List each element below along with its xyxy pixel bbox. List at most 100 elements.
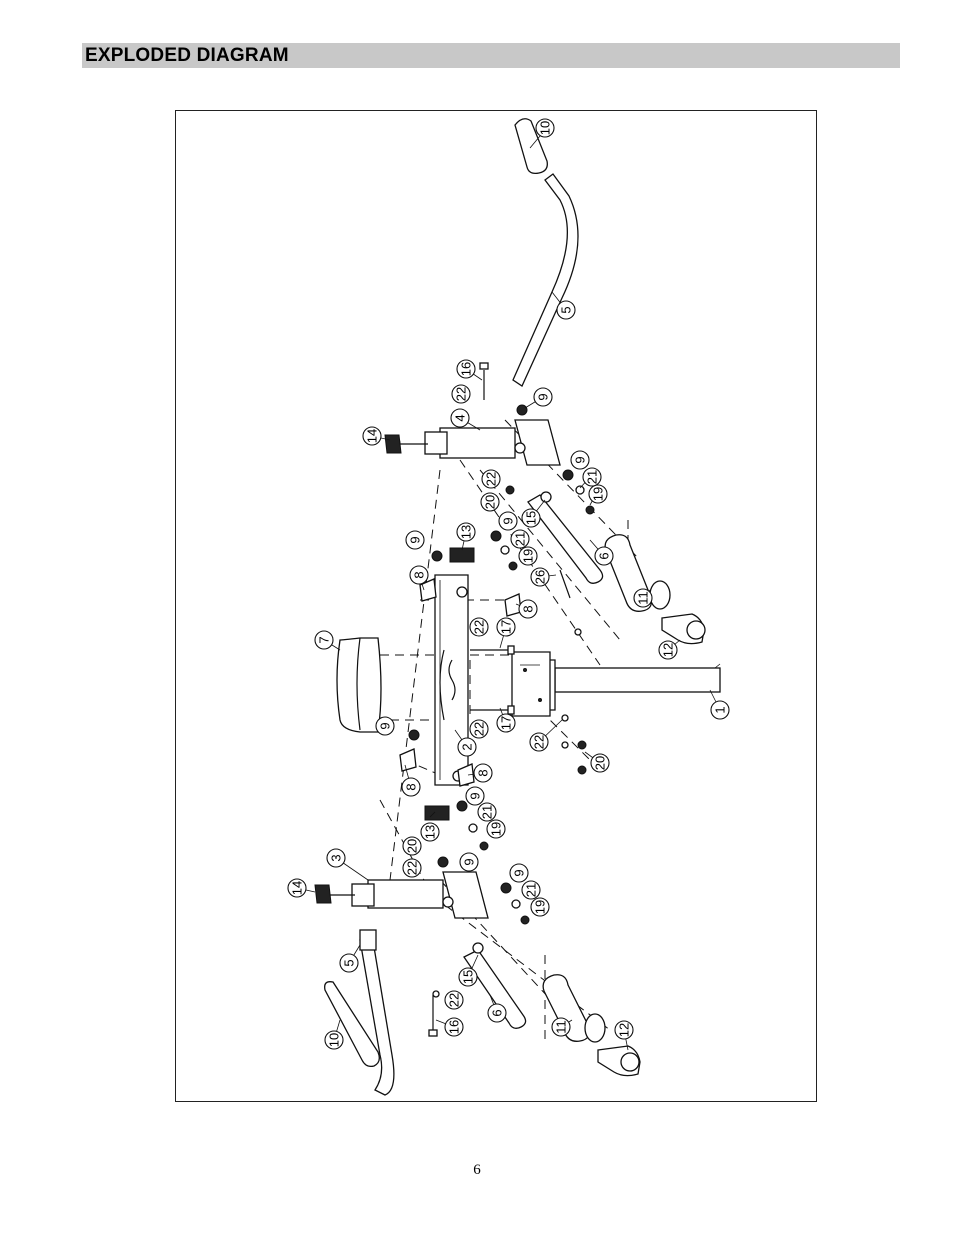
svg-text:22: 22 — [472, 620, 487, 634]
callout-9-d: 9 — [498, 511, 518, 531]
svg-text:5: 5 — [559, 306, 574, 313]
callout-19-c: 19 — [486, 819, 506, 839]
callout-19-a: 19 — [588, 484, 608, 504]
callout-20-b: 20 — [590, 753, 610, 773]
callout-8-d: 8 — [473, 763, 493, 783]
callout-14-lower: 14 — [287, 878, 307, 898]
callout-22-a: 22 — [451, 384, 471, 404]
page-number: 6 — [473, 1162, 481, 1178]
callout-20-c: 20 — [402, 836, 422, 856]
svg-text:19: 19 — [533, 900, 548, 914]
section-header: EXPLODED DIAGRAM — [82, 43, 900, 68]
callout-6-lower: 6 — [487, 1003, 507, 1023]
svg-text:6: 6 — [597, 552, 612, 559]
svg-text:16: 16 — [459, 362, 474, 376]
svg-text:10: 10 — [327, 1033, 342, 1047]
callout-9-e: 9 — [375, 716, 395, 736]
callout-21-b: 21 — [510, 529, 530, 549]
part-7-seat-pad — [336, 637, 382, 733]
svg-text:20: 20 — [593, 756, 608, 770]
callout-21-c: 21 — [477, 802, 497, 822]
svg-text:8: 8 — [521, 605, 536, 612]
svg-text:12: 12 — [661, 643, 676, 657]
callout-13-upper: 13 — [456, 522, 476, 542]
callout-26: 26 — [530, 567, 550, 587]
callout-9-g: 9 — [459, 852, 479, 872]
svg-text:22: 22 — [532, 735, 547, 749]
callout-16-upper: 16 — [456, 359, 476, 379]
svg-text:17: 17 — [499, 620, 514, 634]
part-13-pad-lower — [424, 805, 450, 821]
callout-5-upper: 5 — [556, 300, 576, 320]
callout-4: 4 — [450, 408, 470, 428]
callout-8-b: 8 — [518, 599, 538, 619]
svg-text:19: 19 — [489, 822, 504, 836]
svg-text:8: 8 — [404, 783, 419, 790]
part-8-caps — [399, 578, 522, 787]
svg-text:21: 21 — [524, 883, 539, 897]
part-3-bracket-lower — [316, 871, 489, 919]
part-5-handle-lower — [359, 929, 395, 1096]
part-14-knob-lower — [314, 884, 332, 904]
part-10-grip-lower — [324, 981, 380, 1068]
callout-22-b: 22 — [481, 469, 501, 489]
callout-21-d: 21 — [521, 880, 541, 900]
svg-text:14: 14 — [290, 881, 305, 895]
svg-text:22: 22 — [405, 861, 420, 875]
callout-6-upper: 6 — [594, 546, 614, 566]
svg-text:20: 20 — [483, 495, 498, 509]
callout-9-a: 9 — [533, 387, 553, 407]
part-5-handle-upper — [512, 173, 579, 387]
bolts — [428, 362, 571, 1037]
callout-1: 1 — [710, 700, 730, 720]
svg-text:22: 22 — [484, 472, 499, 486]
callout-bubbles: 1 2 3 4 5 5 6 6 7 8 8 8 8 9 9 9 9 9 9 9 … — [287, 118, 730, 1050]
callout-11-upper: 11 — [633, 588, 653, 608]
part-1-upright-post — [511, 651, 721, 717]
callout-7: 7 — [314, 630, 334, 650]
callout-3: 3 — [326, 848, 346, 868]
callout-16-lower: 16 — [444, 1017, 464, 1037]
svg-text:13: 13 — [459, 525, 474, 539]
callout-8-a: 8 — [409, 565, 429, 585]
svg-text:22: 22 — [454, 387, 469, 401]
svg-text:9: 9 — [378, 722, 393, 729]
svg-text:7: 7 — [317, 636, 332, 643]
callout-22-g: 22 — [444, 990, 464, 1010]
svg-text:9: 9 — [512, 869, 527, 876]
callout-22-f: 22 — [402, 858, 422, 878]
svg-text:12: 12 — [617, 1023, 632, 1037]
callout-14-upper: 14 — [362, 426, 382, 446]
svg-text:1: 1 — [713, 706, 728, 713]
svg-text:13: 13 — [423, 825, 438, 839]
svg-text:9: 9 — [536, 393, 551, 400]
svg-text:4: 4 — [453, 414, 468, 421]
callout-21-a: 21 — [582, 467, 602, 487]
svg-text:9: 9 — [408, 536, 423, 543]
callout-9-c: 9 — [405, 530, 425, 550]
callout-19-d: 19 — [530, 897, 550, 917]
callout-19-b: 19 — [518, 546, 538, 566]
svg-text:10: 10 — [538, 121, 553, 135]
svg-text:11: 11 — [636, 591, 651, 605]
callout-15-upper: 15 — [521, 508, 541, 528]
svg-text:9: 9 — [573, 456, 588, 463]
svg-text:16: 16 — [447, 1020, 462, 1034]
callout-22-c: 22 — [469, 617, 489, 637]
svg-text:21: 21 — [480, 805, 495, 819]
callout-10-upper: 10 — [535, 118, 555, 138]
part-11-sleeve-lower — [542, 974, 606, 1043]
part-12-collar-upper — [661, 613, 706, 645]
svg-text:21: 21 — [585, 470, 600, 484]
callout-11-lower: 11 — [551, 1017, 571, 1037]
svg-text:9: 9 — [468, 792, 483, 799]
svg-text:22: 22 — [472, 722, 487, 736]
callout-10-lower: 10 — [324, 1030, 344, 1050]
svg-text:3: 3 — [329, 854, 344, 861]
diagram-frame — [175, 110, 817, 1102]
part-6-shaft-lower — [463, 942, 527, 1029]
part-6-shaft-upper — [527, 491, 604, 584]
callout-9-h: 9 — [509, 863, 529, 883]
svg-text:17: 17 — [499, 716, 514, 730]
part-13-pad-upper — [449, 547, 475, 563]
